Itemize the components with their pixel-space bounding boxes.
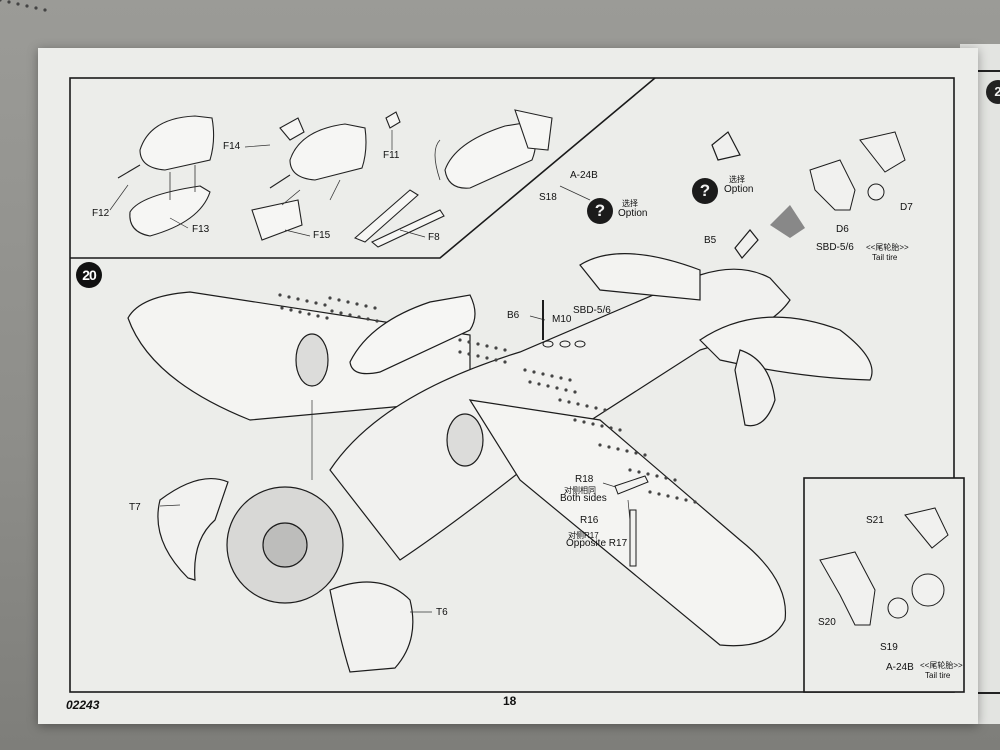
part-r18 [614,475,649,495]
cowling-t7 [157,478,229,581]
hatched-arrow [770,205,805,238]
part-d7 [867,183,885,201]
both-sides-cn: 对侧相同 [564,486,596,495]
landing-wheel-left [295,333,329,387]
label-b6: B6 [507,310,520,321]
label-d6: D6 [836,224,849,235]
product-code: 02243 [66,698,100,712]
tail-tire-a24b [911,573,945,607]
option-question-badge-1: ? [587,198,613,224]
bomb-f12 [139,115,215,171]
top-panel-border [70,77,656,259]
sbd-variant-label: SBD-5/6 [816,242,854,253]
option-cn-1: 选择 [622,199,638,208]
label-r16: R16 [580,515,599,526]
part-d6 [809,159,856,211]
option-question-badge-2: ? [692,178,718,204]
part-s19 [887,597,909,619]
sbd-tail-tire-cn: <<尾轮胎>> [866,243,909,252]
step-number-badge: 20 [76,262,102,288]
a24b-variant-label: A-24B [886,662,914,673]
next-step-badge: 2 [986,80,1000,104]
page-number: 18 [503,694,517,708]
option-part-upper [711,131,741,161]
a24b-tail-tire: Tail tire [925,671,951,680]
label-t7: T7 [129,502,141,513]
yoke-f8 [353,189,419,243]
main-frame [69,77,955,693]
label-f12: F12 [92,208,110,219]
cradle-f13 [129,185,211,237]
label-f8: F8 [428,232,440,243]
pitot-parts [542,300,649,567]
label-s19: S19 [880,642,898,653]
landing-wheel-right [446,413,484,467]
vertical-tail [734,349,776,427]
fuse-f11 [385,111,401,129]
bomb-f14 [289,123,367,181]
dive-brake-holes [0,0,697,504]
label-s20: S20 [818,617,836,628]
part-r16 [629,509,637,567]
sbd-tail-tire: Tail tire [872,253,898,262]
label-sbd56: SBD-5/6 [573,305,611,316]
label-f11: F11 [383,150,400,161]
horizontal-stabilizer-left [579,253,701,301]
label-m10: M10 [552,314,572,325]
strut-upper [859,131,906,173]
label-r18: R18 [575,474,594,485]
bomb-parts-group [117,109,553,248]
cowling-t6 [329,581,414,673]
part-s20 [819,551,876,626]
option-label-2: Option [724,184,754,195]
label-f13: F13 [192,224,210,235]
bracket-f15 [251,199,303,241]
both-sides-label: Both sides [560,493,607,504]
label-f14: F14 [223,141,241,152]
a24b-tail-tire-cn: <<尾轮胎>> [920,661,963,670]
opposite-cn: 对侧R17 [568,531,599,540]
label-s18: S18 [539,192,557,203]
label-t6: T6 [436,607,448,618]
right-wing [468,399,787,647]
bomb-centerline [349,294,476,375]
opposite-label: Opposite R17 [566,538,628,549]
option-cn-2: 选择 [729,175,745,184]
part-s21 [904,507,949,549]
label-a24b-variant: A-24B [570,170,598,181]
aircraft-group [127,131,873,673]
horizontal-stabilizer [699,316,873,381]
part-b5 [734,229,759,259]
a24b-tailwheel-parts [819,507,949,626]
label-f15: F15 [313,230,331,241]
label-d7: D7 [900,202,913,213]
label-b5: B5 [704,235,717,246]
option-label-1: Option [618,208,648,219]
sbd-tailwheel-parts [809,131,906,211]
label-s21: S21 [866,515,884,526]
